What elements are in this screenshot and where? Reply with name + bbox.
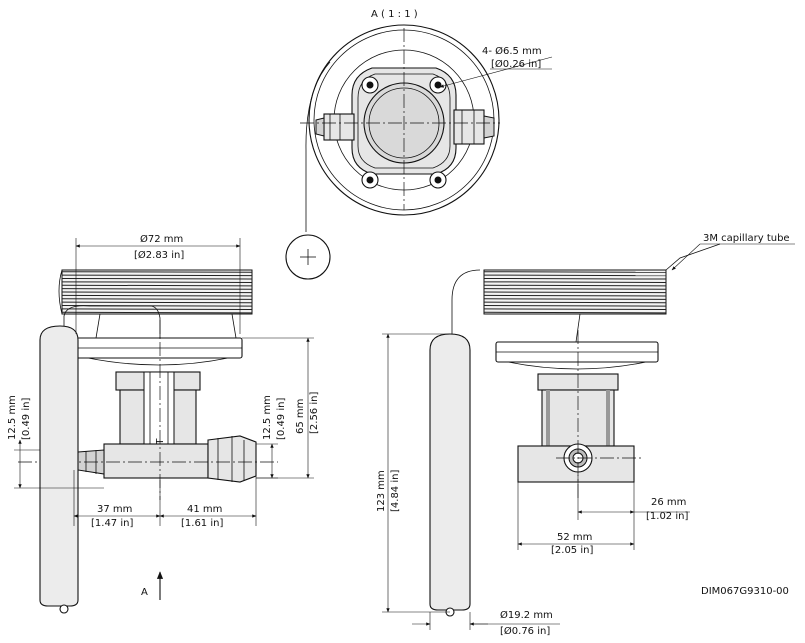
coil-winding (61, 311, 253, 314)
dim-41: 41 mm (187, 504, 222, 515)
view-arrow-label: A (141, 587, 148, 598)
top-view: A ( 1 : 1 ) (285, 9, 553, 280)
dim-41-in: [1.61 in] (181, 518, 223, 529)
coil-winding (61, 277, 253, 280)
coil-winding (483, 274, 667, 277)
diameter-72-label: Ø72 mm (140, 233, 183, 245)
drawing-number: DIM067G9310-00 (701, 586, 789, 597)
dim-12-5-right: 12.5 mm (262, 395, 273, 440)
side-nut-right (453, 109, 495, 145)
capillary-coil-right (483, 269, 667, 315)
dim-37: 37 mm (97, 504, 132, 515)
dim-bulb: Ø19.2 mm (500, 609, 553, 621)
coil-winding (483, 298, 667, 300)
holes-label-in: [Ø0.26 in] (491, 58, 541, 70)
dim-26: 26 mm (651, 497, 686, 508)
side-nut-left (315, 113, 355, 141)
dim-26-in: [1.02 in] (646, 511, 688, 522)
right-side-view (429, 243, 721, 617)
coil-winding (61, 274, 253, 277)
dim-65: 65 mm (295, 399, 306, 434)
bolt-hole-group (361, 76, 447, 189)
left-front-view: 1T (18, 269, 278, 614)
dim-123-in: [4.84 in] (390, 470, 401, 512)
dim-123: 123 mm (376, 470, 387, 512)
dim-52: 52 mm (557, 532, 592, 543)
coil-winding (483, 305, 667, 307)
coil-winding (483, 311, 667, 314)
coil-winding (483, 277, 667, 280)
dim-12-5-left-in: [0.49 in] (21, 398, 32, 440)
coil-winding (61, 294, 253, 297)
dim-37-in: [1.47 in] (91, 518, 133, 529)
coil-winding (61, 281, 253, 283)
coil-winding (483, 284, 667, 287)
dim-65-in: [2.56 in] (309, 392, 320, 434)
dim-52-in: [2.05 in] (551, 545, 593, 556)
coil-winding (61, 288, 253, 290)
dim-12-5-left: 12.5 mm (7, 395, 18, 440)
view-label: A ( 1 : 1 ) (371, 9, 418, 20)
capillary-label: 3M capillary tube (703, 233, 790, 244)
coil-winding (483, 308, 667, 311)
diameter-72-in: [Ø2.83 in] (134, 249, 184, 261)
coil-winding (483, 301, 667, 304)
dim-12-5-right-in: [0.49 in] (276, 398, 287, 440)
dims-left: Ø72 mm [Ø2.83 in] 12.5 mm [0.49 in] 12.5… (7, 233, 320, 600)
coil-winding (483, 281, 667, 283)
coil-winding (483, 271, 667, 273)
coil-winding (483, 294, 667, 297)
coil-winding (61, 291, 253, 294)
dim-bulb-in: [Ø0.76 in] (500, 625, 550, 637)
dims-right: 3M capillary tube 123 mm [4.84 in] 26 mm… (376, 233, 795, 637)
capillary-coil-left (58, 269, 253, 315)
holes-label: 4- Ø6.5 mm (482, 45, 542, 57)
coil-winding (61, 301, 253, 304)
coil-winding (483, 288, 667, 290)
coil-winding (61, 284, 253, 287)
coil-winding (483, 291, 667, 294)
coil-winding (61, 271, 253, 273)
coil-winding (61, 298, 253, 300)
